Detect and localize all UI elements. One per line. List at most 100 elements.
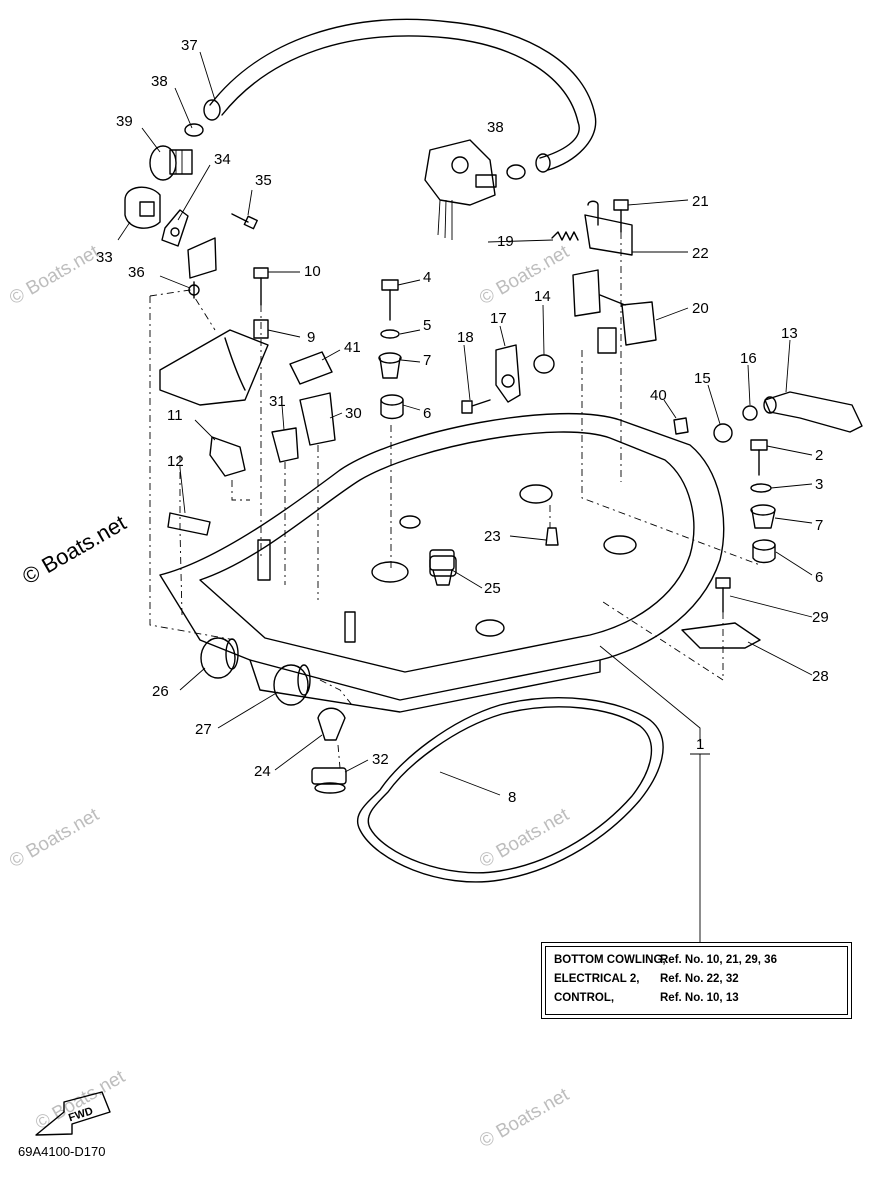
label-part-41 [289, 351, 333, 385]
watermark: © Boats.net [6, 241, 103, 309]
reference-values: Ref. No. 10, 21, 29, 36 [660, 954, 777, 966]
reference-values: Ref. No. 22, 32 [660, 973, 739, 985]
diagram-code: 69A4100-D170 [18, 1144, 106, 1159]
watermark: © Boats.net [6, 804, 103, 872]
bracket-part-17 [495, 344, 521, 403]
clip-part-31 [271, 427, 299, 463]
callout-22: 22 [692, 245, 709, 262]
callout-34: 34 [214, 151, 231, 168]
callout-14: 14 [534, 288, 551, 305]
callout-17: 17 [490, 310, 507, 327]
callout-9: 9 [307, 329, 315, 346]
callout-29: 29 [812, 609, 829, 626]
grommet-part-6 [380, 394, 404, 420]
bottom-cowling-part-1 [159, 412, 725, 713]
plug-part-23 [545, 527, 559, 546]
label-part-40 [673, 417, 689, 435]
bolt-part-18 [461, 399, 491, 414]
seal-part-8 [356, 697, 664, 883]
callout-30: 30 [345, 405, 362, 422]
reference-name: ELECTRICAL 2, [554, 973, 640, 985]
callout-31: 31 [269, 393, 286, 410]
callout-38: 38 [151, 73, 168, 90]
bolt-part-4 [381, 279, 399, 321]
watermark: © Boats.net [476, 241, 573, 309]
callout-11: 11 [167, 407, 183, 424]
washer-part-16 [742, 405, 758, 421]
leader-lines [117, 51, 813, 942]
grommet-part-15 [713, 423, 733, 443]
fitting-part-39 [149, 145, 193, 181]
spring-part-19 [551, 231, 579, 241]
callout-26: 26 [152, 683, 169, 700]
callout-19: 19 [497, 233, 514, 250]
collar-part-14 [533, 354, 555, 374]
collar-part-7b [750, 504, 776, 529]
watermark: © Boats.net [32, 1066, 129, 1134]
plate-part-12 [167, 512, 211, 536]
callout-5: 5 [423, 317, 431, 334]
plug-part-32 [311, 767, 347, 794]
callout-27: 27 [195, 721, 212, 738]
callout-4: 4 [423, 269, 431, 286]
callout-21: 21 [692, 193, 709, 210]
callout-36: 36 [128, 264, 145, 281]
grommet-part-33 [124, 186, 161, 229]
callout-8: 8 [508, 789, 516, 806]
callout-2: 2 [815, 447, 823, 464]
clip-part-30 [299, 392, 336, 446]
screw-part-35 [231, 213, 258, 230]
watermarks: © Boats.net © Boats.net © Boats.net © Bo… [6, 241, 573, 1152]
callout-25: 25 [484, 580, 501, 597]
callout-41: 41 [344, 339, 361, 356]
fwd-arrow-icon: FWD [35, 1091, 111, 1136]
callout-13: 13 [781, 325, 798, 342]
plug-part-24 [317, 707, 346, 741]
callout-1: 1 [696, 736, 704, 753]
callout-7: 7 [423, 352, 431, 369]
callout-6b: 6 [815, 569, 823, 586]
reference-table: BOTTOM COWLING, Ref. No. 10, 21, 29, 36 … [541, 942, 852, 1019]
callout-23: 23 [484, 528, 501, 545]
callout-24: 24 [254, 763, 271, 780]
collar-part-7 [378, 352, 402, 379]
bolt-part-2 [750, 439, 768, 476]
plate-part-22 [584, 200, 633, 256]
plug-part-26 [200, 637, 239, 679]
fuel-connector-assembly [424, 139, 497, 240]
plug-part-25 [429, 549, 455, 586]
callout-15: 15 [694, 370, 711, 387]
callout-18: 18 [457, 329, 474, 346]
callout-35: 35 [255, 172, 272, 189]
callout-12: 12 [167, 453, 184, 470]
bolt-part-21 [613, 199, 629, 233]
bolt-part-10 [253, 267, 269, 306]
bracket-part-36 [187, 237, 217, 299]
callout-6: 6 [423, 405, 431, 422]
washer-part-5 [380, 329, 400, 339]
callout-37: 37 [181, 37, 198, 54]
reference-name: BOTTOM COWLING, [554, 954, 666, 966]
grommet-part-11 [209, 436, 246, 477]
callout-20: 20 [692, 300, 709, 317]
reference-values: Ref. No. 10, 13 [660, 992, 739, 1004]
bracket-part-9 [159, 319, 269, 406]
callout-38b: 38 [487, 119, 504, 136]
callout-16: 16 [740, 350, 757, 367]
hose-part-37 [203, 18, 597, 173]
watermark-main: © Boats.net [18, 510, 130, 589]
washer-part-3 [750, 483, 772, 493]
bolt-part-29 [715, 577, 731, 613]
grommet-part-6b [752, 539, 776, 564]
holder-part-20 [572, 269, 657, 354]
callout-10: 10 [304, 263, 321, 280]
callout-7b: 7 [815, 517, 823, 534]
bracket-part-34 [161, 209, 189, 247]
assembly-lines [149, 232, 761, 769]
reference-table-frame: BOTTOM COWLING, Ref. No. 10, 21, 29, 36 … [545, 946, 848, 1015]
callout-3: 3 [815, 476, 823, 493]
callout-28: 28 [812, 668, 829, 685]
plug-part-27 [273, 664, 311, 706]
lever-part-13 [763, 391, 863, 433]
